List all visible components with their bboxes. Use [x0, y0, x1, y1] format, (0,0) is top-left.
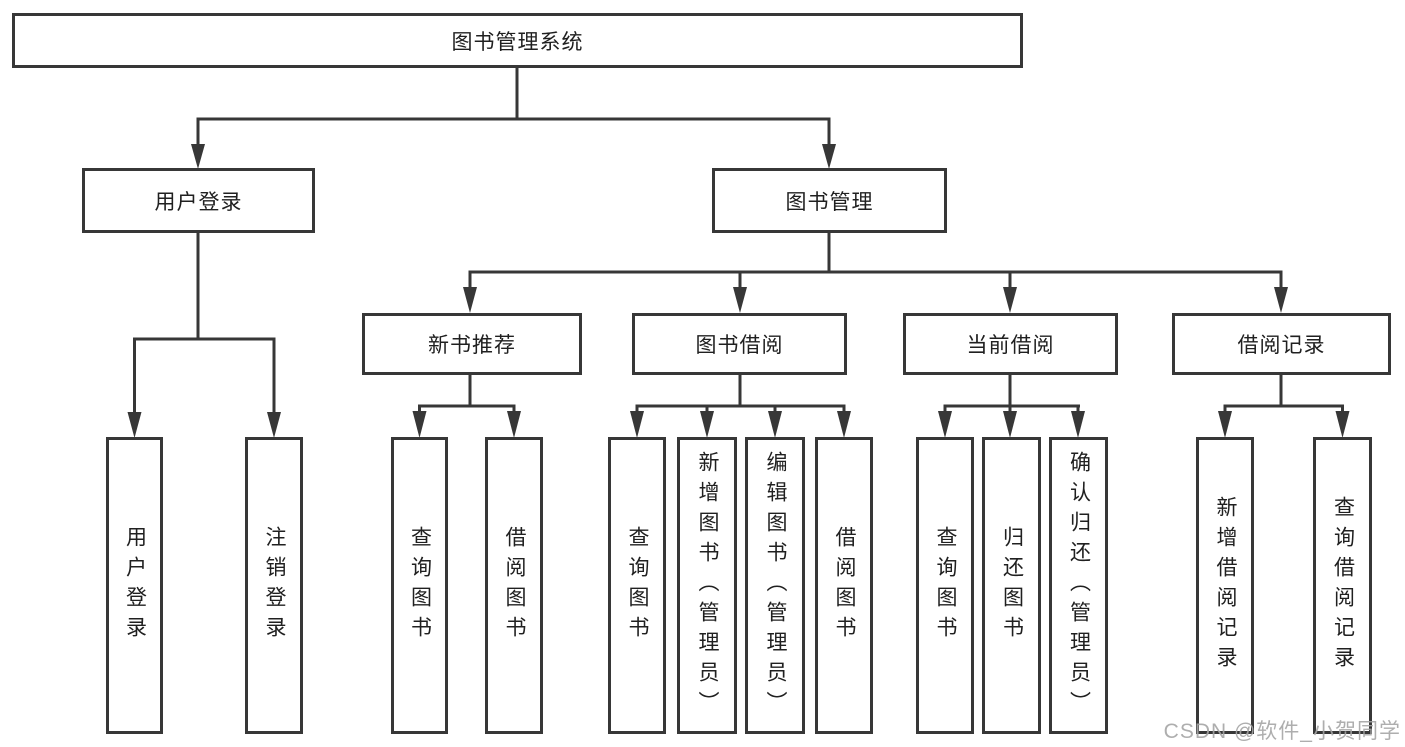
node-current-borrow-label: 当前借阅 — [966, 334, 1055, 357]
leaf-borrow-books-recommend: 借阅图书 — [485, 437, 543, 734]
leaf-borrow-books-label: 借阅图书 — [833, 525, 857, 646]
connector-current-borrow-group — [938, 374, 1085, 438]
csdn-watermark: CSDN @软件_小贺同学 — [1163, 720, 1401, 743]
leaf-query-books-recommend-label: 查询图书 — [408, 525, 432, 646]
leaf-user-login: 用户登录 — [106, 437, 163, 734]
connector-book-borrow-group — [630, 374, 851, 438]
connector-user-login-group — [127, 232, 281, 438]
leaf-query-books-borrow: 查询图书 — [608, 437, 666, 734]
leaf-borrow-books-recommend-label: 借阅图书 — [503, 525, 527, 646]
leaf-logout-login: 注销登录 — [245, 437, 303, 734]
node-user-login-label: 用户登录 — [154, 190, 243, 214]
node-new-book-recommend-label: 新书推荐 — [428, 334, 516, 357]
leaf-query-books-borrow-label: 查询图书 — [626, 525, 650, 646]
leaf-edit-books-admin: 编辑图书（管理员） — [745, 437, 805, 734]
leaf-user-login-label: 用户登录 — [123, 525, 147, 646]
node-current-borrow: 当前借阅 — [903, 313, 1118, 375]
leaf-add-borrow-record-label: 新增借阅记录 — [1214, 495, 1238, 676]
leaf-logout-login-label: 注销登录 — [263, 525, 287, 646]
connector-new-book-recommend-group — [412, 374, 521, 438]
node-book-management-label: 图书管理 — [785, 190, 874, 214]
leaf-return-books-label: 归还图书 — [1000, 525, 1024, 646]
node-borrow-record-label: 借阅记录 — [1237, 334, 1326, 357]
node-borrow-record: 借阅记录 — [1172, 313, 1391, 375]
leaf-edit-books-admin-label: 编辑图书（管理员） — [764, 450, 788, 721]
node-new-book-recommend: 新书推荐 — [362, 313, 582, 375]
connector-book-management-group — [463, 232, 1288, 313]
leaf-confirm-return-admin: 确认归还（管理员） — [1049, 437, 1108, 734]
connector-root-to-level2 — [191, 66, 836, 169]
node-book-management: 图书管理 — [712, 168, 947, 233]
leaf-query-borrow-record: 查询借阅记录 — [1313, 437, 1372, 734]
leaf-add-books-admin-label: 新增图书（管理员） — [696, 450, 720, 721]
node-book-borrow-label: 图书借阅 — [695, 334, 784, 357]
node-library-system-label: 图书管理系统 — [451, 30, 584, 54]
leaf-query-books-current-label: 查询图书 — [934, 525, 958, 646]
leaf-query-borrow-record-label: 查询借阅记录 — [1331, 495, 1355, 676]
leaf-return-books: 归还图书 — [982, 437, 1041, 734]
connector-borrow-record-group — [1218, 374, 1350, 438]
leaf-query-books-current: 查询图书 — [916, 437, 974, 734]
leaf-query-books-recommend: 查询图书 — [391, 437, 448, 734]
leaf-add-borrow-record: 新增借阅记录 — [1196, 437, 1254, 734]
leaf-add-books-admin: 新增图书（管理员） — [677, 437, 737, 734]
leaf-confirm-return-admin-label: 确认归还（管理员） — [1067, 450, 1091, 721]
node-book-borrow: 图书借阅 — [632, 313, 847, 375]
leaf-borrow-books: 借阅图书 — [815, 437, 873, 734]
node-user-login: 用户登录 — [82, 168, 315, 233]
node-library-system: 图书管理系统 — [12, 13, 1023, 68]
